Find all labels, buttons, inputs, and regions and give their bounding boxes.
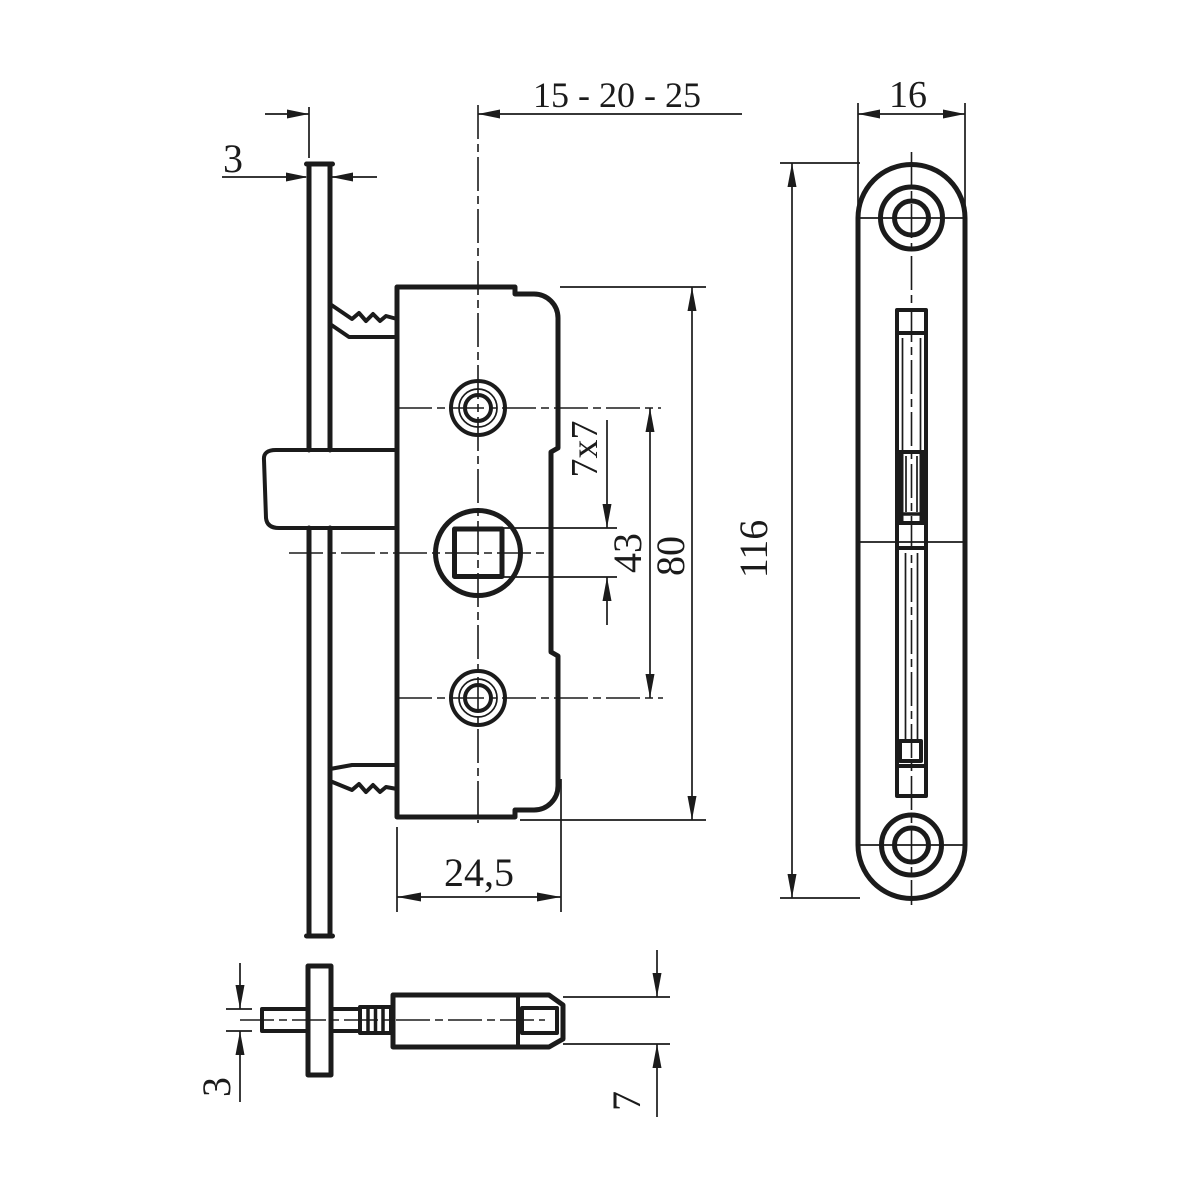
spindle-body [390, 992, 566, 1050]
dim-hole-spacing: 43 [605, 408, 655, 698]
dim-plate-thickness-label: 3 [223, 136, 243, 181]
side-view [261, 105, 663, 939]
lock-case-outline [394, 284, 561, 820]
dim-square-hole-label: 7x7 [564, 421, 606, 478]
upper-tab [328, 302, 399, 339]
dim-backset-label: 15 - 20 - 25 [533, 75, 701, 115]
dim-faceplate-length: 116 [731, 162, 860, 899]
dim-faceplate-length-label: 116 [731, 520, 776, 579]
dim-spindle-height-label: 7 [604, 1091, 649, 1111]
dim-square-hole: 7x7 [503, 420, 617, 625]
dim-backset: 15 - 20 - 25 [265, 75, 742, 158]
side-view-centerlines [289, 105, 663, 823]
dim-case-height-label: 80 [648, 536, 693, 576]
dim-case-depth-label: 24,5 [444, 850, 514, 895]
dim-plate-thickness: 3 [222, 136, 377, 182]
dim-pin-diameter-label: 3 [194, 1077, 239, 1097]
latch-bolt [261, 448, 399, 530]
dim-case-depth: 24,5 [396, 779, 562, 912]
dim-spindle-height: 7 [563, 950, 670, 1117]
dim-case-height: 80 [520, 286, 706, 821]
dim-faceplate-width: 16 [857, 74, 966, 212]
dim-pin-diameter: 3 [194, 963, 252, 1102]
lower-tab [328, 763, 399, 794]
faceplate-front-view [855, 152, 968, 905]
dim-hole-spacing-label: 43 [605, 533, 650, 573]
faceplate-edge [304, 161, 335, 939]
spindle-bottom-view [240, 963, 566, 1078]
dim-faceplate-width-label: 16 [889, 74, 927, 116]
faceplate-centerlines-horizontal [856, 217, 967, 846]
